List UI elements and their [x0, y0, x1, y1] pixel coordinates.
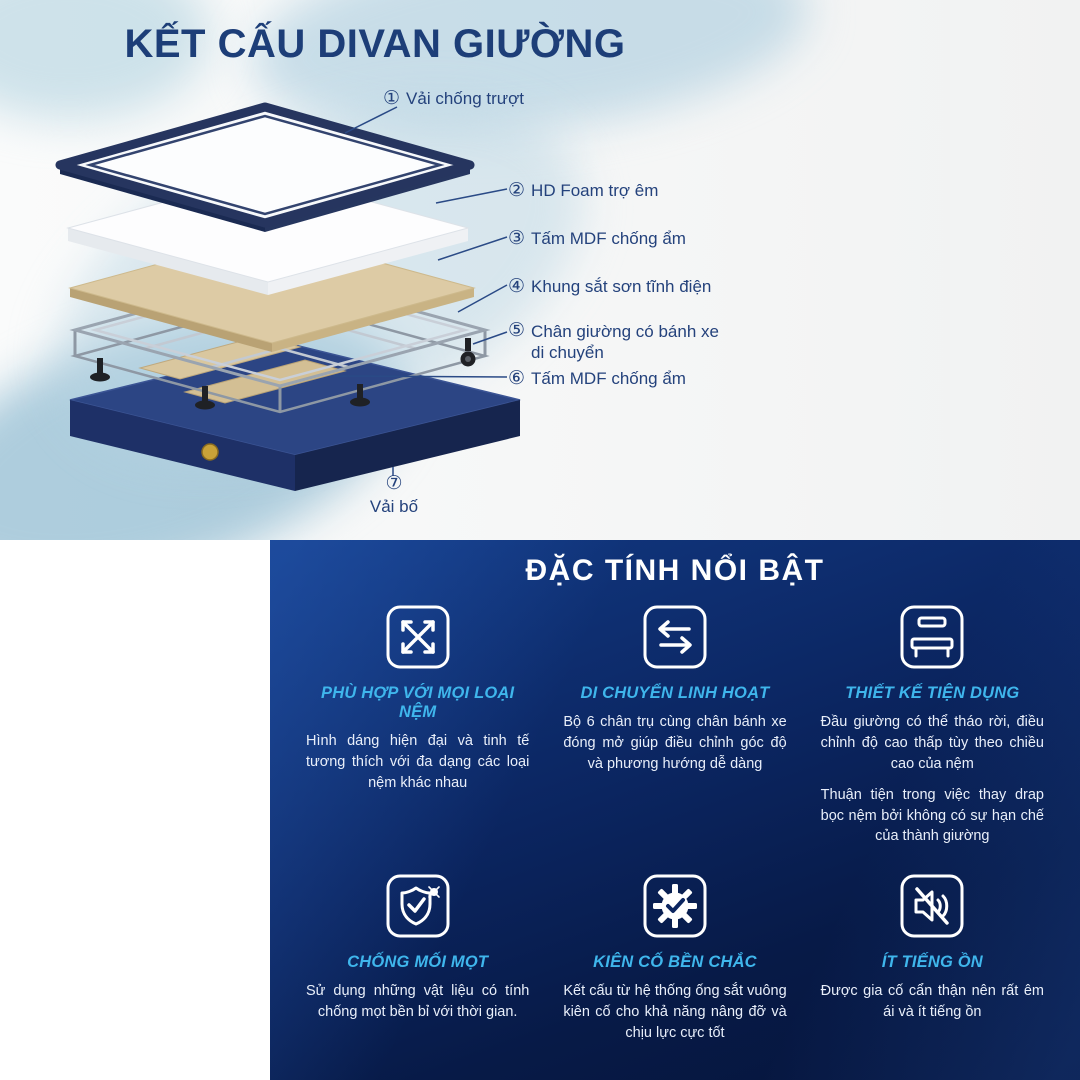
feature-sturdy-structure: KIÊN CỐ BỀN CHẮC Kết cấu từ hệ thống ống… [563, 873, 787, 1044]
callout-label: Tấm MDF chống ẩm [531, 229, 686, 248]
feature-title: KIÊN CỐ BỀN CHẮC [593, 953, 757, 972]
callout-label: Tấm MDF chống ẩm [531, 369, 686, 388]
callout-number: ⑥ [508, 368, 526, 390]
divan-exploded-diagram [55, 102, 521, 491]
callout-label: Khung sắt sơn tĩnh điện [531, 277, 712, 296]
feature-text: Kết cấu từ hệ thống ống sắt vuông kiên c… [563, 983, 787, 1041]
callout-mdf-board-lower: ⑥ Tấm MDF chống ẩm [508, 368, 686, 389]
feature-convenient-design: THIẾT KẾ TIỆN DỤNG Đầu giường có thể thá… [821, 604, 1044, 847]
callout-number: ① [383, 88, 401, 110]
features-section: ĐẶC TÍNH NỔI BẬT PHÙ HỢP VỚI MỌI LOẠI NỆ… [0, 540, 1080, 1080]
structure-title: KẾT CẤU DIVAN GIƯỜNG [124, 22, 626, 66]
callout-label: Vải chống trượt [406, 89, 525, 108]
shield-bug-icon [385, 873, 451, 939]
callout-steel-frame: ④ Khung sắt sơn tĩnh điện [508, 276, 711, 297]
feature-text: Đầu giường có thể tháo rời, điều chỉnh đ… [820, 714, 1044, 772]
feature-title: DI CHUYỂN LINH HOẠT [580, 684, 770, 702]
feature-flexible-movement: DI CHUYỂN LINH HOẠT Bộ 6 chân trụ cùng c… [563, 604, 787, 847]
gear-check-icon [642, 873, 708, 939]
feature-text: Thuận tiện trong việc thay drap bọc nệm … [820, 786, 1044, 845]
feature-title: THIẾT KẾ TIỆN DỤNG [845, 684, 1020, 702]
callout-hd-foam: ② HD Foam trợ êm [508, 180, 658, 201]
callout-label: Chân giường có bánh xe di chuyển [531, 322, 719, 363]
callout-number: ② [508, 180, 526, 202]
callout-number: ④ [508, 276, 526, 298]
cover-layer [55, 102, 475, 232]
feature-text: Sử dụng những vật liệu có tính chống mọt… [306, 983, 530, 1021]
callout-anti-slip-fabric: ① Vải chống trượt [383, 88, 524, 109]
structure-section: KẾT CẤU DIVAN GIƯỜNG ① Vải chống trượt ②… [0, 0, 1080, 540]
muted-speaker-icon [899, 873, 965, 939]
callout-number: ⑦ [385, 473, 403, 494]
adjustable-feet [90, 338, 476, 410]
features-grid: PHÙ HỢP VỚI MỌI LOẠI NỆM Hình dáng hiện … [306, 604, 1044, 1044]
feature-title: CHỐNG MỐI MỌT [347, 953, 489, 972]
features-panel: ĐẶC TÍNH NỔI BẬT PHÙ HỢP VỚI MỌI LOẠI NỆ… [270, 540, 1080, 1080]
feature-title: ÍT TIẾNG ỒN [881, 953, 983, 972]
brand-badge [201, 443, 219, 461]
expand-arrows-icon [385, 604, 451, 670]
feature-text: Bộ 6 chân trụ cùng chân bánh xe đóng mở … [563, 714, 787, 772]
feature-fit-all-mattresses: PHÙ HỢP VỚI MỌI LOẠI NỆM Hình dáng hiện … [306, 604, 529, 847]
callout-number: ③ [508, 228, 526, 250]
callout-label: HD Foam trợ êm [531, 181, 659, 200]
callout-label: Vải bố [369, 497, 419, 516]
callout-number: ⑤ [508, 320, 526, 341]
leader-lines [333, 106, 508, 476]
callout-mdf-board-upper: ③ Tấm MDF chống ẩm [508, 228, 686, 249]
feature-text: Được gia cố cẩn thận nên rất êm ái và ít… [820, 983, 1044, 1021]
features-title: ĐẶC TÍNH NỔI BẬT [525, 554, 825, 587]
move-arrows-icon [642, 604, 708, 670]
callout-canvas-fabric: ⑦ Vải bố [348, 474, 440, 517]
feature-title: PHÙ HỢP VỚI MỌI LOẠI NỆM [321, 684, 515, 721]
callout-wheeled-legs: ⑤ Chân giường có bánh xe di chuyển [508, 321, 721, 364]
feature-low-noise: ÍT TIẾNG ỒN Được gia cố cẩn thận nên rất… [821, 873, 1044, 1044]
feature-anti-termite: CHỐNG MỐI MỌT Sử dụng những vật liệu có … [306, 873, 529, 1044]
bed-icon [899, 604, 965, 670]
feature-text: Hình dáng hiện đại và tinh tế tương thíc… [306, 733, 530, 791]
